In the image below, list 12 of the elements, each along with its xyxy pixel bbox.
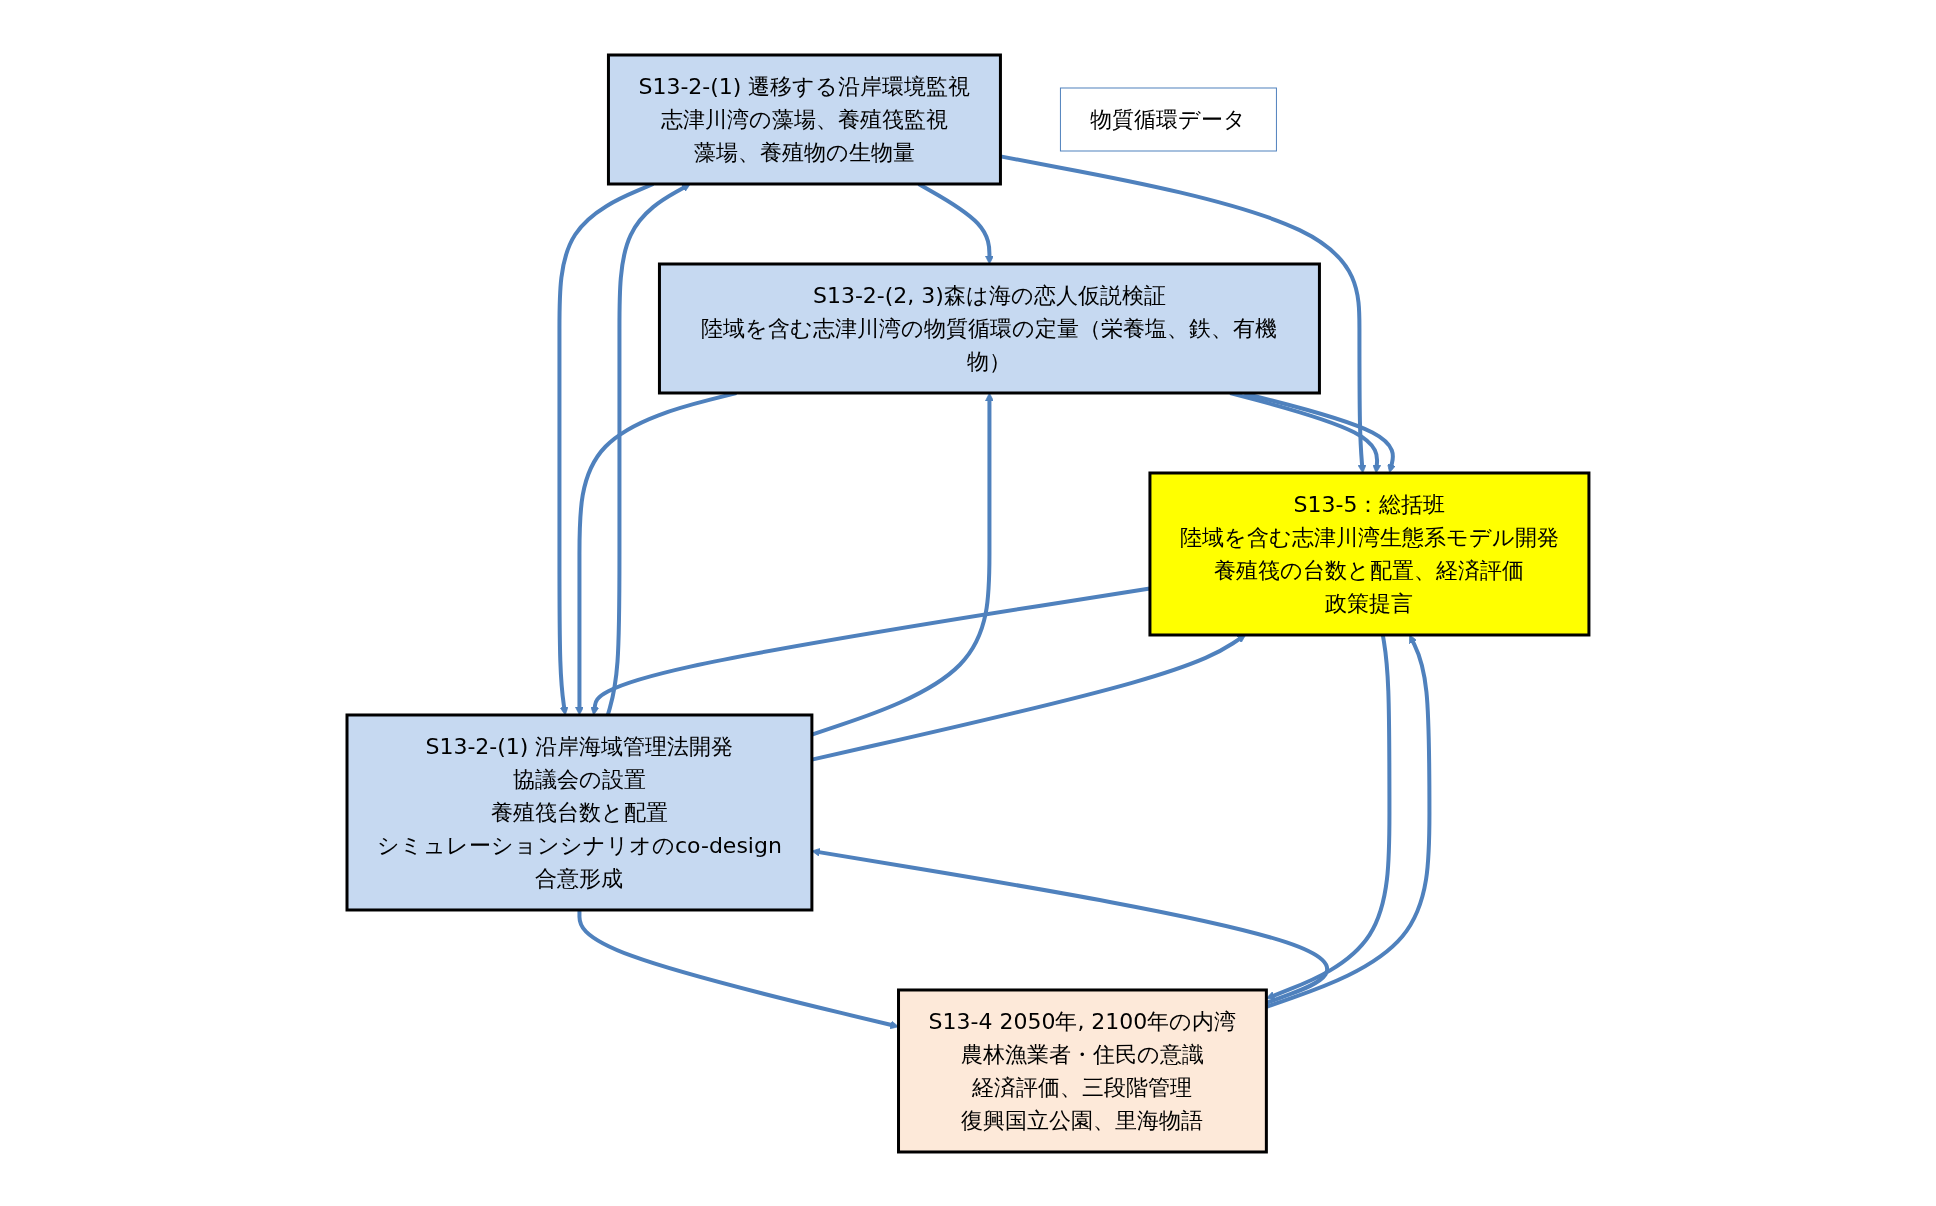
- arrow: [811, 847, 1329, 1005]
- arrow: [577, 909, 899, 1029]
- node-box: S13-4 2050年, 2100年の内湾 農林漁業者・住民の意識 経済評価、三段階管理 復興国立公園、里海物語: [897, 988, 1268, 1153]
- arrow: [1266, 634, 1392, 1000]
- node-box: 物質循環データ: [1059, 87, 1277, 151]
- node-box: S13-5：総括班 陸域を含む志津川湾生態系モデル開発 養殖筏の台数と配置、経済評価 政策提言: [1148, 471, 1591, 636]
- node-box: S13-2-(1) 沿岸海域管理法開発 協議会の設置 養殖筏台数と配置 シミュレーションシナリオのco-design 合意形成: [345, 713, 814, 911]
- node-box: S13-2-(2, 3)森は海の恋人仮説検証 陸域を含む志津川湾の物質循環の定量（栄養塩、鉄、有機物）: [658, 262, 1321, 394]
- arrow: [811, 392, 994, 736]
- arrow: [1000, 153, 1367, 473]
- node-box: S13-2-(1) 遷移する沿岸環境監視 志津川湾の藻場、養殖筏監視 藻場、養殖物の生物量: [607, 53, 1002, 185]
- arrow: [811, 634, 1247, 762]
